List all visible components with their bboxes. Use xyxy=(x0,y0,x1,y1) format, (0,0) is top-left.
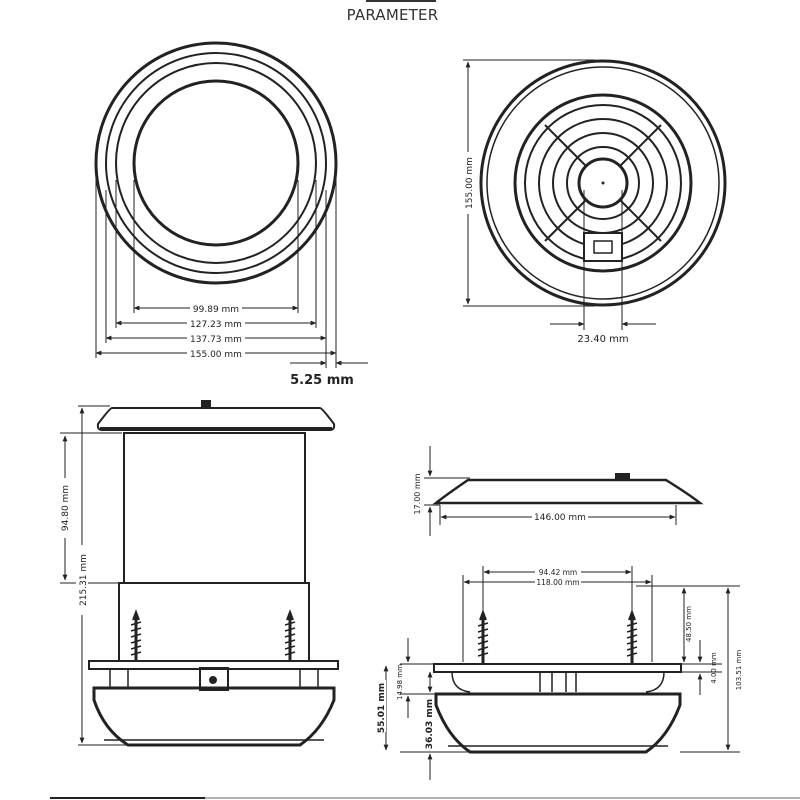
dim-bg xyxy=(187,348,245,359)
base-bowl xyxy=(92,686,336,747)
dim-94-42: 94.42 mm xyxy=(539,568,577,577)
dim-bg xyxy=(76,545,88,615)
outer-rim-circle xyxy=(94,41,338,285)
dim-155-height: 155.00 mm xyxy=(465,157,475,209)
grille-rim-circle xyxy=(486,66,720,300)
dim-55-01: 55.01 mm xyxy=(377,683,387,733)
dim-bg xyxy=(733,640,743,700)
top-face-circle xyxy=(132,79,300,247)
dim-99-89: 99.89 mm xyxy=(193,305,239,315)
upper-cylinder xyxy=(123,432,306,584)
title-underline xyxy=(366,0,436,2)
center-dot xyxy=(601,181,605,185)
base-switch-box xyxy=(199,667,229,691)
dim-bg xyxy=(535,567,581,577)
dim-215-31: 215.31 mm xyxy=(79,554,89,606)
grille-view xyxy=(463,59,727,330)
dim-bg xyxy=(535,577,581,587)
dim-bg xyxy=(190,303,242,314)
dim-23-40: 23.40 mm xyxy=(577,334,628,345)
grille-outer-circle xyxy=(479,59,727,307)
base-view xyxy=(383,566,740,780)
dim-155-00: 155.00 mm xyxy=(190,350,242,360)
switch-rocker xyxy=(593,240,613,254)
rim-inner-circle xyxy=(105,52,327,274)
dim-14-98: 14.98 mm xyxy=(396,664,404,700)
dim-118-00: 118.00 mm xyxy=(536,578,579,587)
cap-switch[interactable] xyxy=(201,400,211,409)
dim-bg xyxy=(58,478,70,538)
dim-4-00: 4.00 mm xyxy=(710,652,718,684)
dim-146-00: 146.00 mm xyxy=(534,513,586,523)
cap-profile xyxy=(432,478,704,505)
page-title: PARAMETER xyxy=(346,6,439,24)
grille-hub-circle xyxy=(577,157,629,209)
top-view xyxy=(94,41,368,368)
grille-frame-circle xyxy=(513,93,693,273)
lower-cylinder xyxy=(118,582,310,662)
dim-137-73: 137.73 mm xyxy=(190,335,242,345)
base-view-bowl xyxy=(434,692,682,754)
dim-5-25: 5.25 mm xyxy=(290,373,354,388)
dim-48-50: 48.50 mm xyxy=(685,606,693,642)
dim-bg xyxy=(374,680,386,732)
cap-profile-switch xyxy=(615,473,630,481)
side-view xyxy=(60,400,339,747)
dim-bg xyxy=(422,698,434,750)
base-switch-dot xyxy=(209,676,217,684)
dim-bg xyxy=(532,511,588,522)
dim-bg xyxy=(187,333,245,344)
base-plate xyxy=(433,663,682,673)
dim-bg xyxy=(462,152,474,214)
body-circle xyxy=(115,62,317,264)
dim-bg xyxy=(187,318,245,329)
cap-view xyxy=(424,446,704,536)
power-switch[interactable] xyxy=(583,232,623,262)
cap xyxy=(96,407,336,431)
dim-103-51: 103.51 mm xyxy=(735,650,743,691)
dim-127-23: 127.23 mm xyxy=(190,320,242,330)
dim-36-03: 36.03 mm xyxy=(425,699,435,749)
grille-ring-4 xyxy=(566,146,640,220)
dim-17-00: 17.00 mm xyxy=(413,473,422,514)
dim-94-80: 94.80 mm xyxy=(61,485,71,531)
